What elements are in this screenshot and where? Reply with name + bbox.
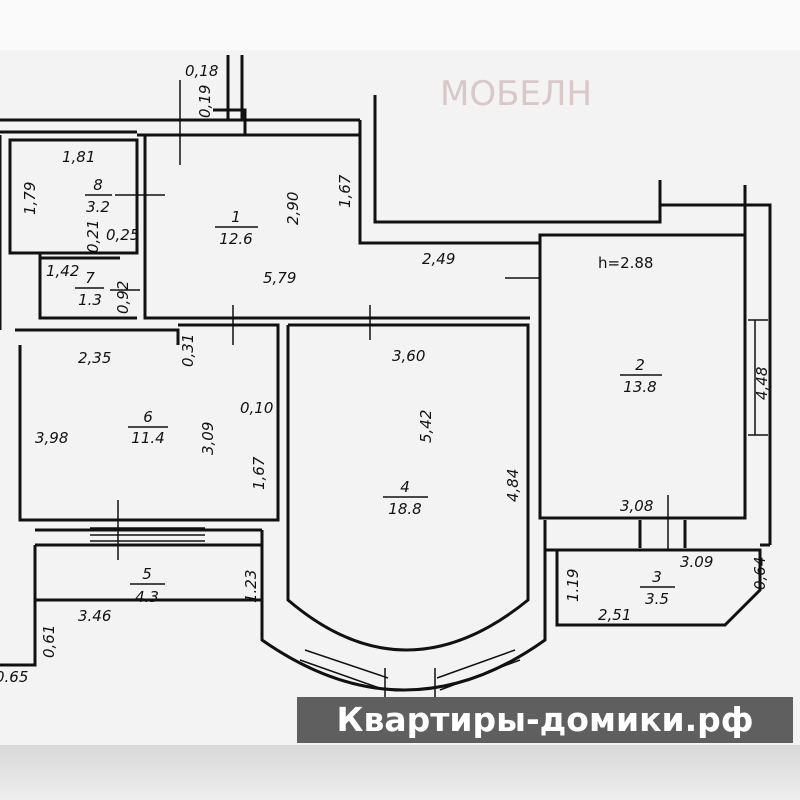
dim: 0,21 xyxy=(84,220,102,253)
dim: 1,67 xyxy=(250,456,268,490)
dim: 0,10 xyxy=(240,399,273,417)
dim: 0,19 xyxy=(196,85,214,118)
svg-text:1.3: 1.3 xyxy=(78,291,102,309)
room-8: 83.2 xyxy=(85,176,112,216)
dim: 4,84 xyxy=(504,469,522,502)
svg-text:6: 6 xyxy=(143,408,153,426)
dim: 5,42 xyxy=(417,410,435,443)
svg-text:11.4: 11.4 xyxy=(131,429,164,447)
svg-text:3.5: 3.5 xyxy=(645,590,669,608)
top-margin xyxy=(0,0,800,50)
dim: 3,08 xyxy=(620,497,653,515)
room-labels: 83.2 71.3 112.6 213.8 611.4 418.8 54.3 3… xyxy=(75,176,675,608)
room-5: 54.3 xyxy=(130,565,165,606)
dim: 1,67 xyxy=(336,174,354,208)
room-7: 71.3 xyxy=(75,269,104,309)
dim: 3.09 xyxy=(680,553,713,571)
svg-text:18.8: 18.8 xyxy=(388,500,421,518)
dim: 0,31 xyxy=(179,334,197,367)
dim: 0,18 xyxy=(185,62,218,80)
dim: 1.23 xyxy=(242,570,260,603)
room-1: 112.6 xyxy=(215,208,258,248)
bottom-margin xyxy=(0,745,800,800)
dim: 0.65 xyxy=(0,668,28,686)
site-watermark: Квартиры-домики.рф xyxy=(297,697,793,743)
dim: 2,51 xyxy=(598,606,631,624)
svg-text:3.2: 3.2 xyxy=(86,198,110,216)
dim: 2,90 xyxy=(284,192,302,225)
room-6: 611.4 xyxy=(128,408,168,447)
walls xyxy=(0,55,772,697)
dim: 3,60 xyxy=(392,347,425,365)
svg-text:8: 8 xyxy=(93,176,103,194)
dim: 3,09 xyxy=(199,422,217,455)
svg-text:2: 2 xyxy=(635,356,645,374)
svg-text:12.6: 12.6 xyxy=(219,230,252,248)
dim: 0,25 xyxy=(106,226,139,244)
svg-text:1: 1 xyxy=(231,208,241,226)
svg-text:4.3: 4.3 xyxy=(135,588,159,606)
dim: 0,61 xyxy=(40,625,58,658)
dim: 2,49 xyxy=(422,250,455,268)
dim: 1,42 xyxy=(46,262,79,280)
room-4: 418.8 xyxy=(383,478,428,518)
dim: 5,79 xyxy=(263,269,296,287)
dim: 0,64 xyxy=(751,557,769,590)
svg-text:5: 5 xyxy=(142,565,152,583)
room-2: 213.8 xyxy=(620,356,662,396)
dim: 1,79 xyxy=(21,182,39,215)
svg-text:13.8: 13.8 xyxy=(623,378,656,396)
logo-watermark: МОБЕЛН xyxy=(440,74,592,114)
dim: 0,92 xyxy=(114,281,132,314)
dim: 1,81 xyxy=(62,148,95,166)
ceiling-height: h=2.88 xyxy=(598,254,653,272)
dim: 3,98 xyxy=(35,429,68,447)
dim: 2,35 xyxy=(78,349,111,367)
room-3: 33.5 xyxy=(640,568,675,608)
dim: 4,48 xyxy=(753,367,771,400)
dim: 3.46 xyxy=(78,607,111,625)
svg-text:7: 7 xyxy=(85,269,95,287)
dimension-labels: 0,18 0,19 1,81 1,79 0,21 0,25 1,42 0,92 … xyxy=(0,62,771,686)
svg-text:4: 4 xyxy=(400,478,410,496)
svg-text:3: 3 xyxy=(652,568,662,586)
dim: 1.19 xyxy=(564,569,582,602)
